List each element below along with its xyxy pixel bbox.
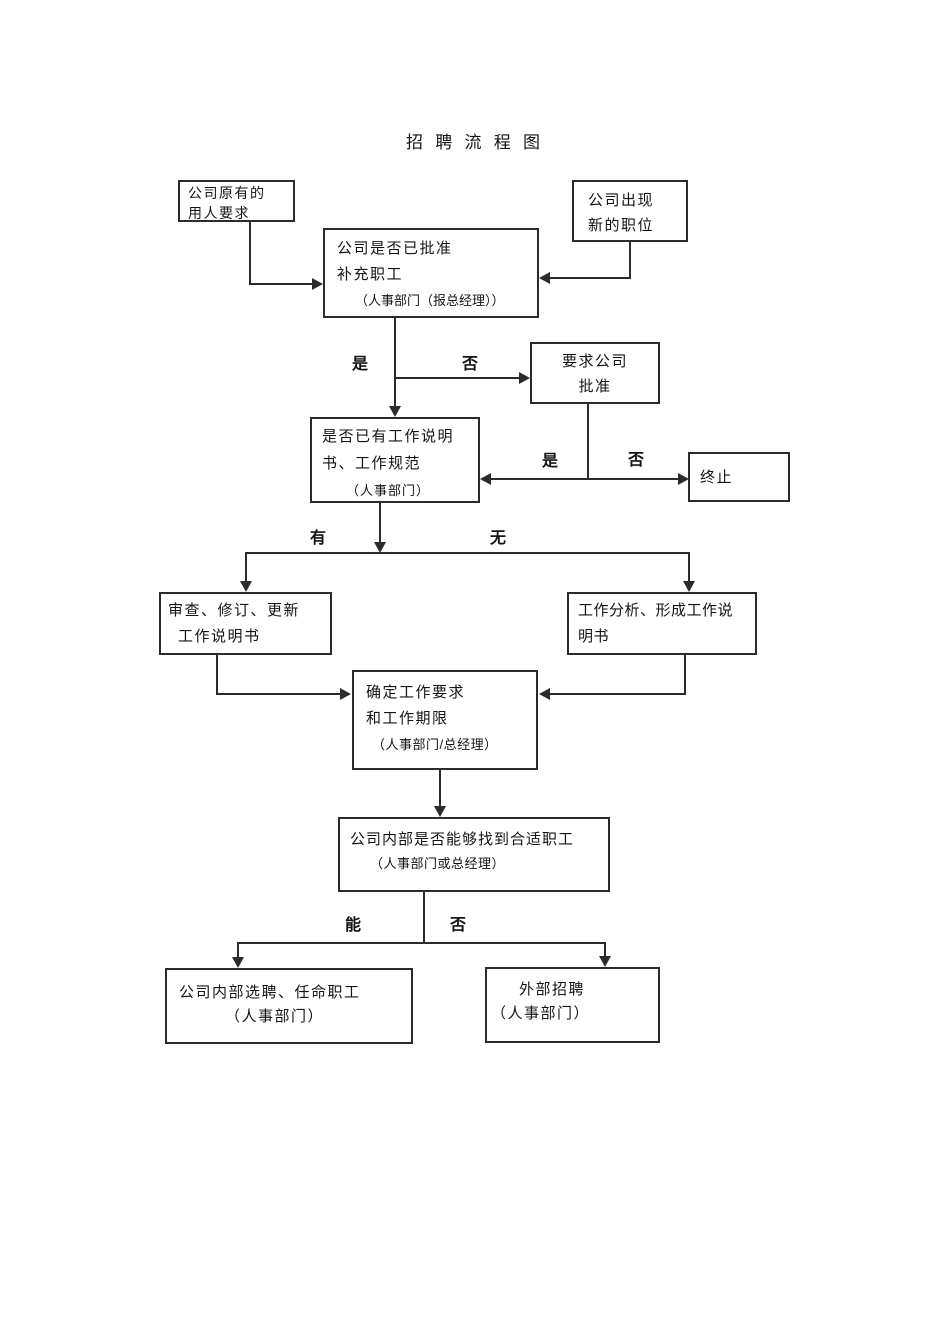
connector-line: [423, 892, 425, 944]
node-text: 审查、修订、更新: [168, 602, 301, 619]
connector-line: [216, 693, 341, 695]
edge-label-can: 能: [345, 917, 362, 934]
connector-line: [629, 242, 631, 279]
edge-label-no: 否: [462, 356, 479, 373]
node-text: 确定工作要求: [366, 684, 466, 701]
node-text: （人事部门（报总经理））: [355, 293, 505, 308]
arrow-down-icon: [683, 581, 695, 592]
connector-line: [394, 377, 520, 379]
connector-line: [587, 404, 589, 479]
node-text: 补充职工: [337, 266, 404, 283]
node-text: 公司出现: [588, 192, 655, 209]
edge-label-no: 否: [628, 452, 645, 469]
node-text: 公司是否已批准: [337, 240, 453, 257]
arrow-left-icon: [539, 688, 550, 700]
arrow-right-icon: [678, 473, 689, 485]
node-text: 新的职位: [588, 217, 655, 234]
connector-line: [245, 552, 690, 554]
node-text: 书、工作规范: [322, 455, 422, 472]
node-approval-check: 公司是否已批准 补充职工 （人事部门（报总经理））: [323, 228, 539, 318]
node-text: 终止: [700, 469, 734, 486]
node-text: 工作说明书: [178, 628, 261, 645]
edge-label-yes: 是: [542, 453, 559, 470]
connector-line: [237, 943, 239, 958]
arrow-down-icon: [232, 957, 244, 968]
node-text: 和工作期限: [366, 710, 449, 727]
node-external-recruitment: 外部招聘 （人事部门）: [485, 967, 660, 1043]
node-text: （人事部门）: [491, 1005, 591, 1022]
arrow-down-icon: [599, 956, 611, 967]
node-text: 工作分析、形成工作说: [578, 602, 734, 619]
node-text: 用人要求: [188, 205, 250, 221]
page-title: 招 聘 流 程 图: [406, 133, 544, 152]
node-request-approval: 要求公司 批准: [530, 342, 660, 404]
connector-line: [249, 283, 312, 285]
connector-line: [394, 318, 396, 414]
connector-line: [549, 277, 631, 279]
node-text: （人事部门或总经理）: [370, 856, 506, 871]
node-determine-requirements: 确定工作要求 和工作期限 （人事部门/总经理）: [352, 670, 538, 770]
node-text: 公司内部选聘、任命职工: [179, 984, 361, 1001]
edge-label-yes: 是: [352, 356, 369, 373]
connector-line: [688, 553, 690, 583]
connector-line: [216, 655, 218, 695]
node-text: 公司原有的: [188, 185, 266, 201]
node-text: （人事部门/总经理）: [372, 737, 498, 752]
node-text: （人事部门）: [225, 1008, 325, 1025]
edge-label-have: 有: [310, 530, 327, 547]
arrow-down-icon: [389, 406, 401, 417]
node-internal-candidate-check: 公司内部是否能够找到合适职工 （人事部门或总经理）: [338, 817, 610, 892]
arrow-right-icon: [312, 278, 323, 290]
node-existing-needs: 公司原有的 用人要求: [178, 180, 295, 222]
connector-line: [490, 478, 680, 480]
connector-line: [249, 221, 251, 284]
edge-label-no: 否: [450, 917, 467, 934]
node-text: 是否已有工作说明: [322, 428, 455, 445]
node-text: 明书: [578, 628, 610, 645]
arrow-left-icon: [539, 272, 550, 284]
arrow-right-icon: [519, 372, 530, 384]
arrow-down-icon: [374, 542, 386, 553]
node-text: 要求公司: [561, 353, 628, 370]
connector-line: [245, 553, 247, 583]
arrow-down-icon: [434, 806, 446, 817]
node-new-position: 公司出现 新的职位: [572, 180, 688, 242]
node-text: （人事部门）: [346, 483, 431, 498]
connector-line: [604, 943, 606, 957]
arrow-down-icon: [240, 581, 252, 592]
connector-line: [237, 942, 606, 944]
connector-line: [549, 693, 686, 695]
node-text: 批准: [578, 378, 612, 395]
node-job-analysis: 工作分析、形成工作说 明书: [567, 592, 757, 655]
connector-line: [439, 770, 441, 808]
node-internal-selection: 公司内部选聘、任命职工 （人事部门）: [165, 968, 413, 1044]
connector-line: [379, 503, 381, 547]
node-text: 公司内部是否能够找到合适职工: [350, 831, 575, 848]
arrow-left-icon: [480, 473, 491, 485]
node-review-update: 审查、修订、更新 工作说明书: [159, 592, 332, 655]
node-text: 外部招聘: [519, 981, 586, 998]
node-spec-check: 是否已有工作说明 书、工作规范 （人事部门）: [310, 417, 480, 503]
node-terminate: 终止: [688, 452, 790, 502]
edge-label-none: 无: [490, 530, 507, 547]
arrow-right-icon: [340, 688, 351, 700]
connector-line: [684, 655, 686, 695]
